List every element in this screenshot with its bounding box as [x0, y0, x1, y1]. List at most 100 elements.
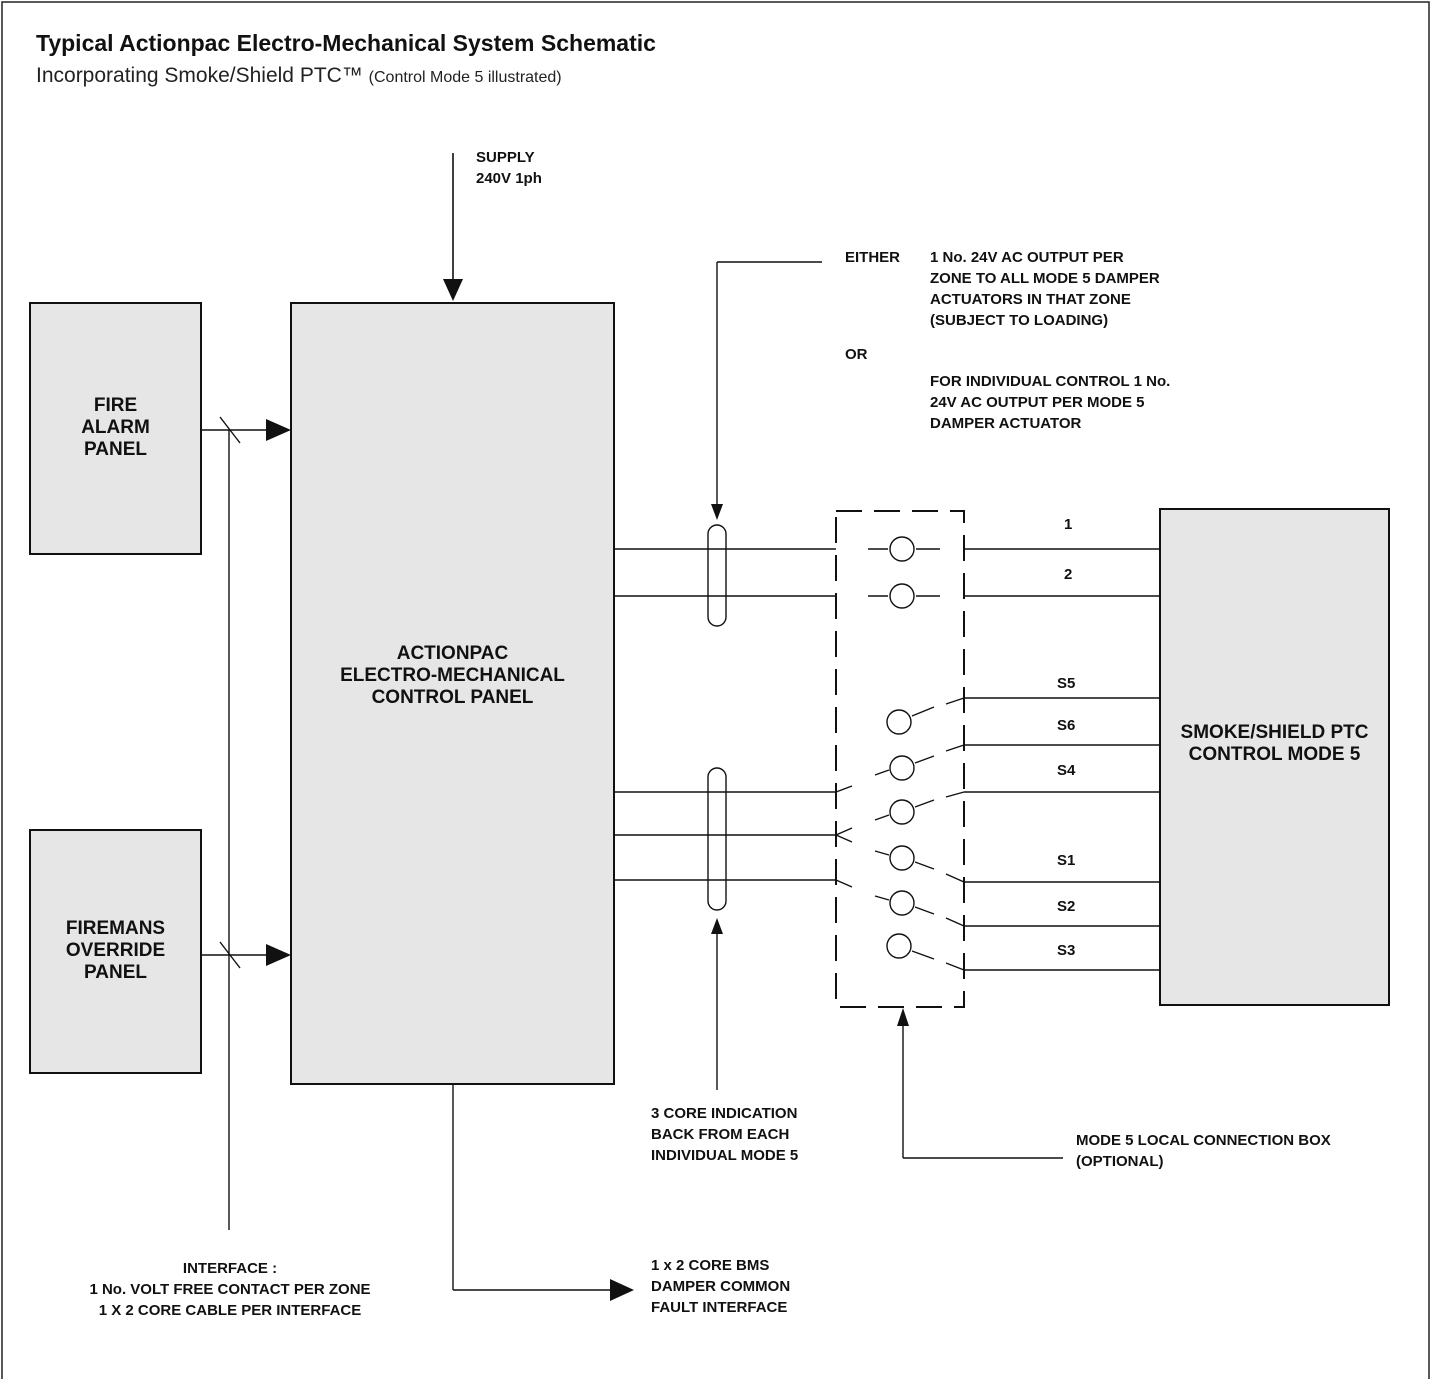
bms-line-2: DAMPER COMMON: [651, 1278, 791, 1295]
indication-line-1: 3 CORE INDICATION: [651, 1105, 798, 1122]
connection-box-line-2: (OPTIONAL): [1076, 1153, 1164, 1170]
subtitle-main: Incorporating Smoke/Shield PTC™: [36, 64, 363, 87]
switch-s2-blade-right: [914, 906, 935, 915]
connection-box-note: MODE 5 LOCAL CONNECTION BOX (OPTIONAL): [1076, 1130, 1331, 1172]
switch-s5-contact: [945, 697, 965, 705]
firemans-tick: [219, 941, 241, 969]
subtitle-note: (Control Mode 5 illustrated): [368, 69, 562, 86]
supply-line-1: SUPPLY: [476, 149, 535, 166]
control-panel-line-1: ACTIONPAC: [396, 643, 509, 664]
switch-s2-blade: [874, 895, 890, 901]
connection-box-leader-arrowhead: [897, 1008, 909, 1026]
fire-alarm-panel-box: [29, 302, 202, 555]
interface-line-2: 1 No. VOLT FREE CONTACT PER ZONE: [89, 1281, 371, 1298]
control-panel-line-3: CONTROL PANEL: [371, 687, 534, 708]
fire-alarm-arrowhead: [266, 419, 291, 441]
bms-arrowhead: [610, 1279, 634, 1301]
switch-mid-in-1: [835, 827, 853, 836]
terminal-label-2: 2: [1064, 566, 1073, 583]
bms-line-1: 1 x 2 CORE BMS: [651, 1257, 770, 1274]
fire-alarm-line-1: FIRE: [93, 395, 138, 416]
firemans-override-panel-label: FIREMANS OVERRIDE PANEL: [30, 918, 201, 984]
smoke-shield-line-2: CONTROL MODE 5: [1188, 744, 1361, 765]
switch-s6-blade: [874, 769, 890, 776]
switch-s6-blade-right: [914, 755, 935, 764]
either-text-line-3: ACTUATORS IN THAT ZONE: [930, 291, 1131, 308]
switch-s5-circle: [886, 709, 912, 735]
terminal-label-s4: S4: [1057, 762, 1076, 779]
fire-alarm-line-3: PANEL: [84, 439, 147, 460]
switch-s4-blade-right: [914, 799, 935, 808]
indication-line-3: INDIVIDUAL MODE 5: [651, 1147, 799, 1164]
smoke-shield-label: SMOKE/SHIELD PTC CONTROL MODE 5: [1160, 722, 1389, 766]
terminal-1-circle: [889, 536, 915, 562]
control-panel-label: ACTIONPAC ELECTRO-MECHANICAL CONTROL PAN…: [291, 643, 614, 709]
firemans-line-2: OVERRIDE: [65, 940, 166, 961]
either-text-line-2: ZONE TO ALL MODE 5 DAMPER: [930, 270, 1160, 287]
page-subtitle: Incorporating Smoke/Shield PTC™ (Control…: [36, 64, 562, 88]
terminal-label-s3: S3: [1057, 942, 1076, 959]
switch-s1-blade: [874, 850, 890, 856]
firemans-line-1: FIREMANS: [65, 918, 166, 939]
supply-arrowhead: [443, 279, 463, 301]
switch-s1-blade-right: [914, 861, 935, 870]
switch-s6-contact: [945, 744, 965, 752]
switch-s6-circle: [889, 755, 915, 781]
either-text: 1 No. 24V AC OUTPUT PER ZONE TO ALL MODE…: [930, 247, 1160, 331]
switch-s4-contact: [945, 791, 965, 798]
or-label: OR: [845, 346, 868, 363]
switch-s2-in: [835, 879, 853, 888]
bms-line-3: FAULT INTERFACE: [651, 1299, 788, 1316]
or-text-line-2: 24V AC OUTPUT PER MODE 5: [930, 394, 1145, 411]
either-label: EITHER: [845, 249, 901, 266]
terminal-label-s1: S1: [1057, 852, 1076, 869]
indication-cable-bundle: [707, 767, 727, 911]
or-text-line-3: DAMPER ACTUATOR: [930, 415, 1082, 432]
indication-line-2: BACK FROM EACH: [651, 1126, 790, 1143]
connection-box: [835, 510, 965, 1008]
switch-s4-circle: [889, 799, 915, 825]
switch-s5-blade: [911, 706, 935, 717]
switch-s2-circle: [889, 890, 915, 916]
either-text-line-4: (SUBJECT TO LOADING): [930, 312, 1109, 329]
either-leader-arrowhead: [711, 504, 723, 520]
smoke-shield-box: [1159, 508, 1390, 1006]
switch-s4-in: [835, 785, 853, 793]
switch-s2-contact: [945, 917, 965, 927]
indication-note: 3 CORE INDICATION BACK FROM EACH INDIVID…: [651, 1103, 798, 1166]
interface-note: INTERFACE : 1 No. VOLT FREE CONTACT PER …: [40, 1258, 420, 1321]
terminal-label-s2: S2: [1057, 898, 1076, 915]
switch-s3-blade: [911, 950, 935, 960]
either-text-line-1: 1 No. 24V AC OUTPUT PER: [930, 249, 1124, 266]
interface-line-1: INTERFACE :: [182, 1260, 278, 1277]
interface-line-3: 1 X 2 CORE CABLE PER INTERFACE: [98, 1302, 362, 1319]
smoke-shield-line-1: SMOKE/SHIELD PTC: [1180, 722, 1369, 743]
firemans-line-3: PANEL: [84, 962, 147, 983]
terminal-2-circle: [889, 583, 915, 609]
bms-note: 1 x 2 CORE BMS DAMPER COMMON FAULT INTER…: [651, 1255, 790, 1318]
firemans-override-panel-box: [29, 829, 202, 1074]
supply-line-2: 240V 1ph: [476, 170, 542, 187]
output-cable-bundle: [707, 524, 727, 627]
switch-s1-circle: [889, 845, 915, 871]
terminal-label-s6: S6: [1057, 717, 1076, 734]
switch-s3-contact: [945, 962, 965, 971]
switch-mid-in-2: [835, 834, 853, 843]
control-panel-line-2: ELECTRO-MECHANICAL: [340, 665, 565, 686]
switch-s3-circle: [886, 933, 912, 959]
supply-label: SUPPLY 240V 1ph: [476, 147, 542, 189]
fire-alarm-tick: [219, 416, 241, 444]
terminal-label-s5: S5: [1057, 675, 1076, 692]
fire-alarm-panel-label: FIRE ALARM PANEL: [30, 395, 201, 461]
terminal-label-1: 1: [1064, 516, 1073, 533]
indication-leader-arrowhead: [711, 918, 723, 934]
or-text-line-1: FOR INDIVIDUAL CONTROL 1 No.: [930, 373, 1171, 390]
or-text: FOR INDIVIDUAL CONTROL 1 No. 24V AC OUTP…: [930, 371, 1170, 434]
firemans-arrowhead: [266, 944, 291, 966]
fire-alarm-line-2: ALARM: [81, 417, 150, 438]
switch-s4-blade: [874, 814, 890, 821]
connection-box-line-1: MODE 5 LOCAL CONNECTION BOX: [1076, 1132, 1331, 1149]
